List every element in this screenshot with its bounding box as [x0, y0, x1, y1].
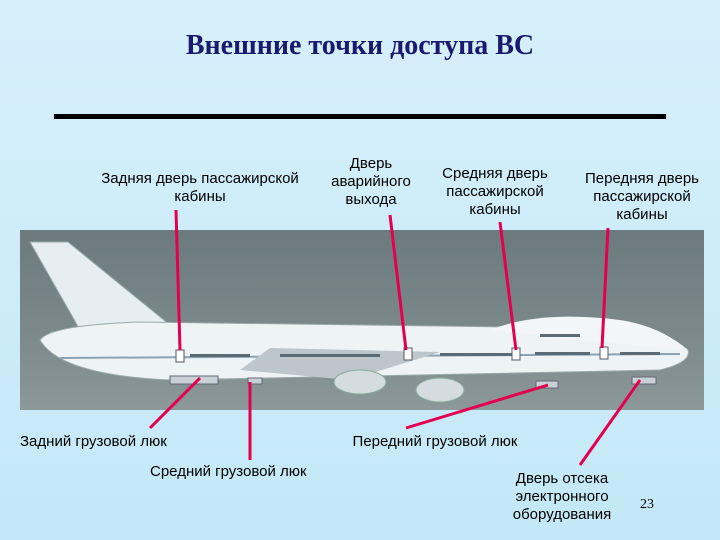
label-middle-passenger-door: Средняя дверь пассажирской кабины [442, 165, 548, 218]
label-rear-passenger-door: Задняя дверь пассажирской кабины [101, 170, 299, 205]
engine-outer [415, 377, 465, 403]
pointer-middle-passenger-door [498, 221, 518, 351]
pointer-avionics-bay-door [578, 379, 642, 466]
label-front-passenger-door: Передняя дверь пассажирской кабины [585, 170, 699, 223]
pointer-rear-passenger-door [174, 209, 182, 351]
pointer-rear-cargo-hatch [148, 376, 202, 430]
pointer-front-passenger-door [600, 227, 610, 349]
aircraft-illustration [29, 241, 689, 403]
upper-deck [490, 316, 688, 350]
label-rear-cargo-hatch: Задний грузовой люк [20, 433, 167, 450]
slide-title: Внешние точки доступа ВС [185, 30, 535, 61]
label-emergency-exit-door: Дверь аварийного выхода [331, 155, 411, 208]
engine-inner [333, 369, 387, 395]
label-front-cargo-hatch: Передний грузовой люк [352, 433, 518, 450]
window-row [190, 334, 660, 357]
title-underline [54, 114, 666, 119]
label-middle-cargo-hatch: Средний грузовой люк [150, 463, 307, 480]
pointer-emergency-exit-door [388, 214, 408, 351]
label-avionics-bay-door: Дверь отсека электронного оборудования [512, 470, 612, 523]
pointer-front-cargo-hatch [405, 383, 549, 430]
page-number: 23 [640, 497, 654, 512]
aircraft-photo [20, 230, 704, 410]
